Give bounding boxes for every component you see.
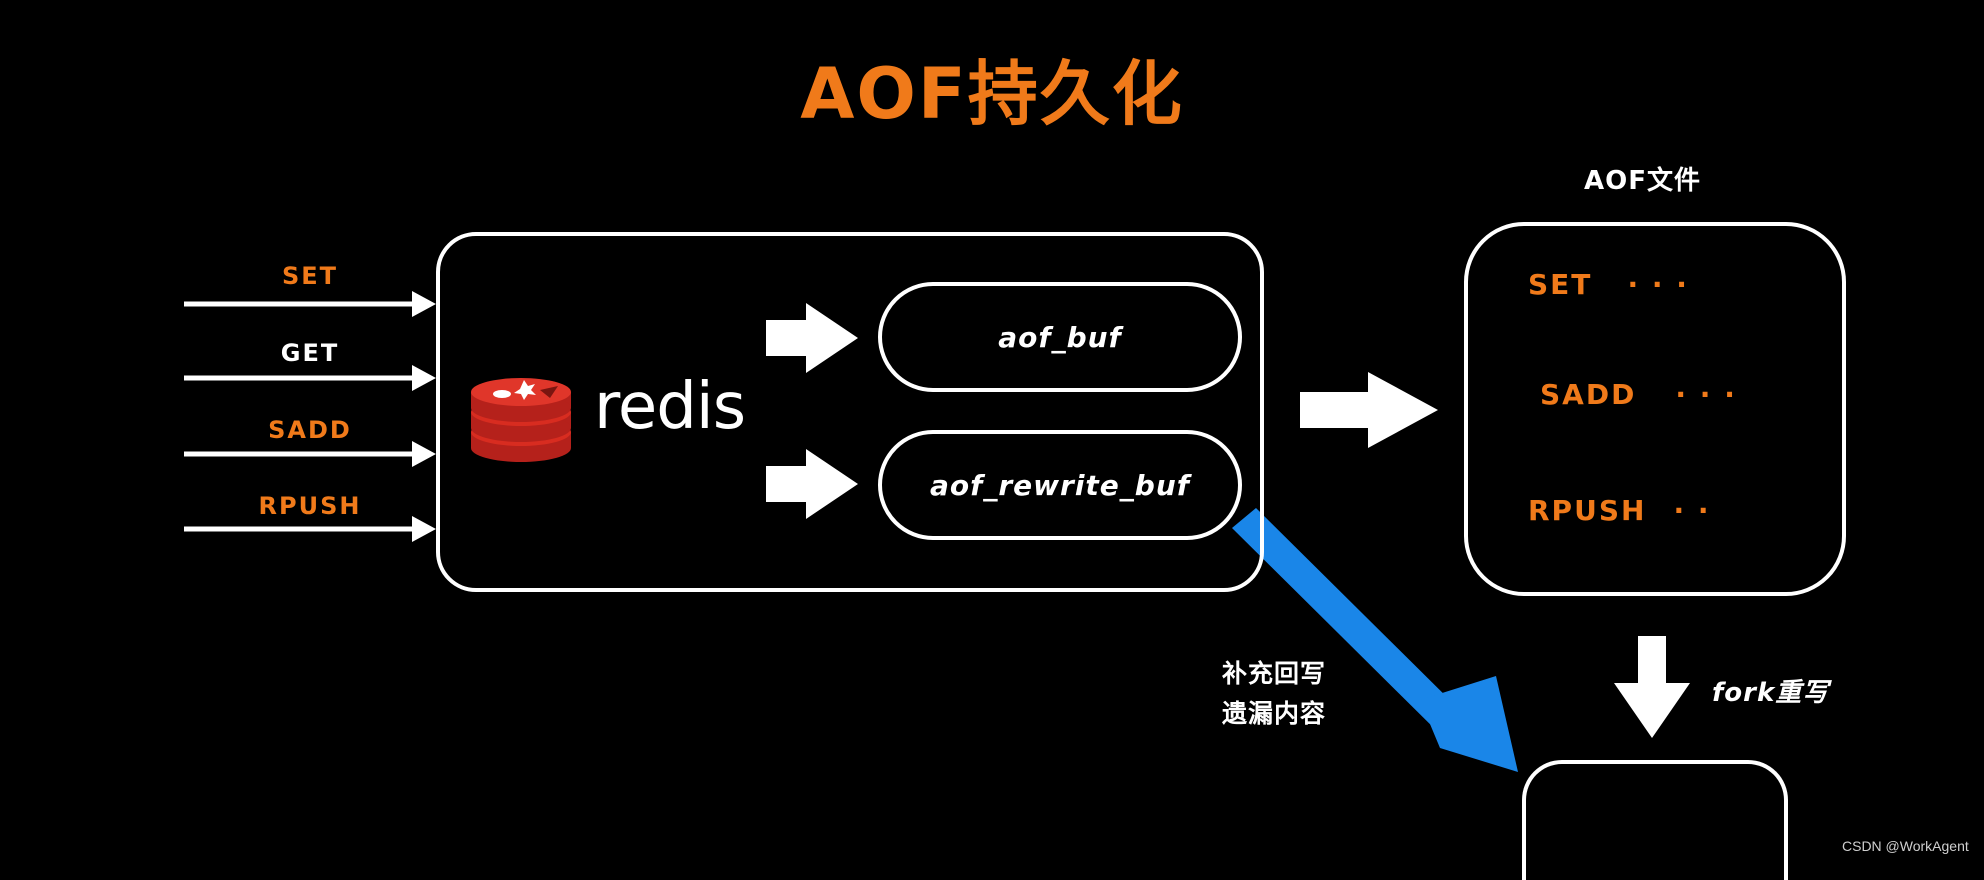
rewrite-note-line-1: 补充回写 <box>1222 659 1327 688</box>
watermark: CSDN @WorkAgent <box>1842 838 1969 854</box>
aof-file-row-dots: · · · <box>1627 268 1689 301</box>
input-arrow-sadd <box>184 441 436 467</box>
command-label-set: SET <box>281 262 339 290</box>
input-arrow-rpush <box>184 516 436 542</box>
arrow-to-aof-buf <box>766 303 858 373</box>
command-label-rpush: RPUSH <box>258 492 362 520</box>
aof-file-row-rpush: RPUSH · · <box>1528 494 1711 527</box>
new-aof-file-box <box>1522 760 1788 880</box>
arrow-to-aof-rewrite-buf <box>766 449 858 519</box>
fork-rewrite-label: fork重写 <box>1712 678 1830 708</box>
aof-file-row-set: SET · · · <box>1528 268 1689 301</box>
aof-rewrite-buf-box: aof_rewrite_buf <box>878 430 1242 540</box>
diagram-title: AOF持久化 <box>800 53 1184 135</box>
command-label-sadd: SADD <box>268 416 352 444</box>
aof-file-row-dots: · · <box>1673 494 1711 527</box>
input-arrow-get <box>184 365 436 391</box>
aof-file-row-cmd: SADD <box>1540 378 1637 411</box>
aof-file-title: AOF文件 <box>1584 166 1701 196</box>
input-arrow-set <box>184 291 436 317</box>
redis-logo-text: redis <box>594 370 746 444</box>
fork-rewrite-arrow <box>1614 636 1690 738</box>
blue-rewrite-arrow <box>1232 508 1518 772</box>
aof-file-box <box>1464 222 1846 596</box>
rewrite-note: 补充回写 遗漏内容 <box>1222 654 1326 734</box>
redis-logo-icon <box>471 378 571 462</box>
rewrite-note-line-2: 遗漏内容 <box>1222 699 1327 728</box>
aof-buf-box: aof_buf <box>878 282 1242 392</box>
arrow-to-aof-file <box>1300 372 1438 448</box>
redis-server-box <box>436 232 1264 592</box>
aof-file-row-sadd: SADD · · · <box>1540 378 1737 411</box>
aof-file-row-cmd: SET <box>1528 268 1593 301</box>
aof-file-row-dots: · · · <box>1675 378 1737 411</box>
command-label-get: GET <box>280 339 340 367</box>
aof-file-row-cmd: RPUSH <box>1528 494 1647 527</box>
